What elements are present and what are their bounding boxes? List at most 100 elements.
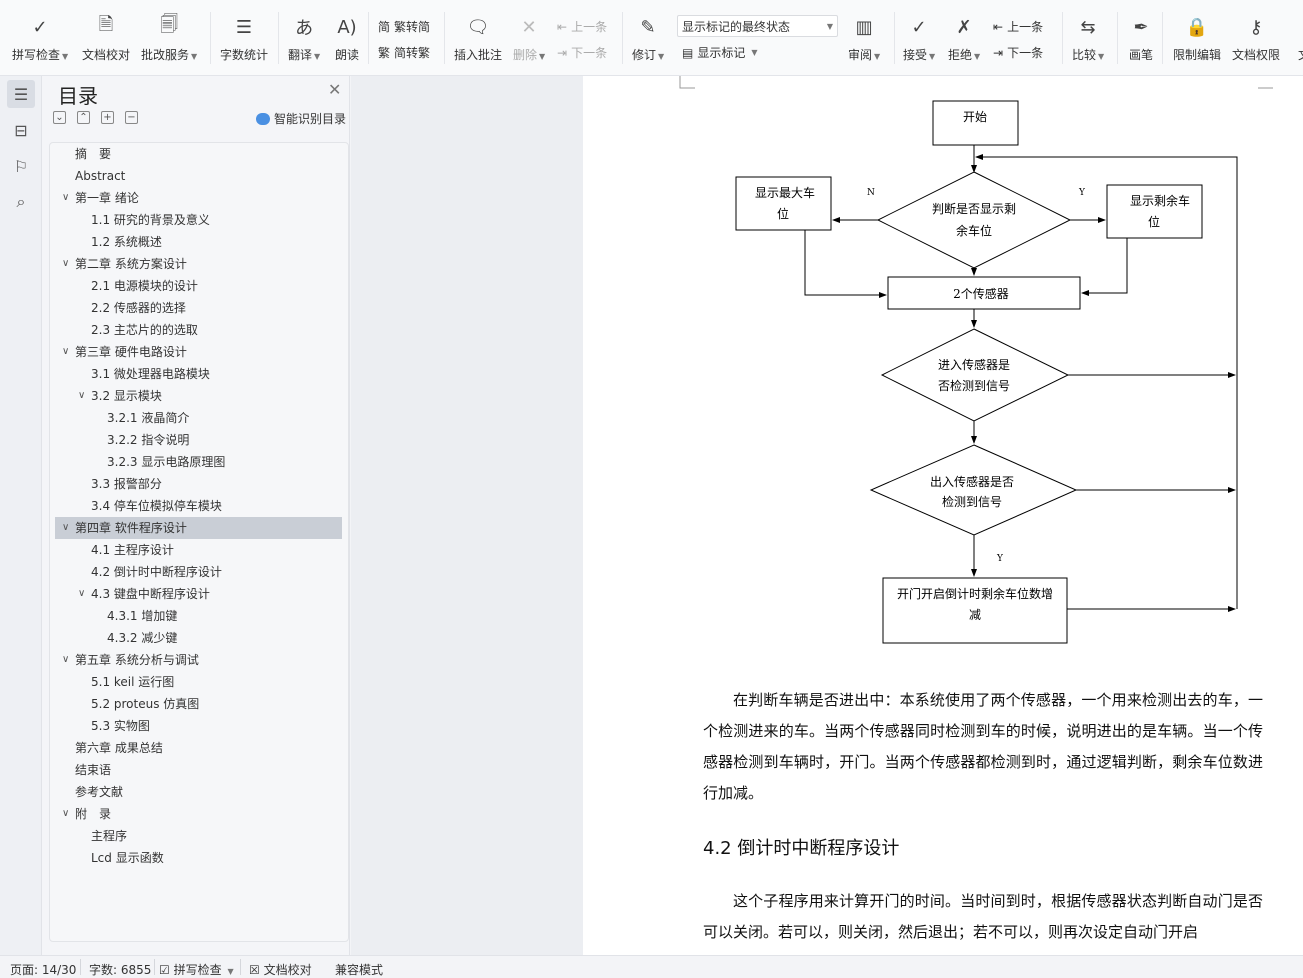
restrict-edit-button[interactable]: 🔒限制编辑 [1173,14,1221,63]
chevron-down-icon[interactable]: ∨ [78,390,86,401]
translate-icon: あ [295,18,314,39]
toc-item[interactable]: 2.2 传感器的选择 [55,297,342,319]
prev-change-button[interactable]: ⇤上一条 [993,19,1044,35]
insert-comment-button[interactable]: 🗨插入批注 [454,14,502,63]
smart-toc-button[interactable]: 智能识别目录 [256,110,346,127]
review-pane-button[interactable]: ▥审阅▼ [848,14,880,63]
doc-proof-button[interactable]: 🗎文档校对 [82,14,131,62]
toc-item[interactable]: 3.2.2 指令说明 [55,429,342,451]
show-remain-box [1106,184,1203,239]
word-count-button[interactable]: ☰字数统计 [220,14,268,63]
to-simplified-button[interactable]: 简繁转简 [378,20,431,34]
toc-item[interactable]: 3.4 停车位模拟停车模块 [55,495,342,517]
search-icon[interactable]: ⌕ [16,192,26,211]
next-change-button[interactable]: ⇥下一条 [993,45,1044,61]
doc-permission-button[interactable]: ⚷文档权限 [1232,14,1280,63]
toc-item-label: 3.2.3 显示电路原理图 [107,455,226,469]
word-count[interactable]: 字数: 6855 [89,963,152,977]
toc-item[interactable]: ∨第五章 系统分析与调试 [55,649,342,671]
prev-comment-button[interactable]: ⇤上一条 [557,19,608,35]
compare-button[interactable]: ⇆比较▼ [1072,14,1104,63]
read-aloud-button[interactable]: A)朗读 [333,14,361,63]
collapse-minus-icon[interactable]: − [125,111,138,124]
toc-item[interactable]: 摘 要 [55,143,342,165]
toc-item[interactable]: 3.1 微处理器电路模块 [55,363,342,385]
toc-item[interactable]: 4.3.1 增加键 [55,605,342,627]
toc-item[interactable]: ∨附 录 [55,803,342,825]
toc-item[interactable]: ∨第三章 硬件电路设计 [55,341,342,363]
side-nav: ☰ ⊟ ⚐ ⌕ [0,76,42,955]
next-icon: ⇥ [993,45,1004,60]
next-comment-button[interactable]: ⇥下一条 [557,45,608,61]
toc-item[interactable]: ∨4.3 键盘中断程序设计 [55,583,342,605]
toc-item[interactable]: 5.2 proteus 仿真图 [55,693,342,715]
reject-button[interactable]: ✗拒绝▼ [948,14,980,63]
toc-item[interactable]: 参考文献 [55,781,342,803]
toc-item[interactable]: 3.3 报警部分 [55,473,342,495]
expand-plus-icon[interactable]: + [101,111,114,124]
toc-item[interactable]: Lcd 显示函数 [55,847,342,869]
correction-service-button[interactable]: 🗐批改服务▼ [141,14,198,62]
action-line1: 开门开启倒计时剩余车位数增 [897,586,1053,601]
chevron-down-icon[interactable]: ∨ [78,588,86,599]
doc-proof-status[interactable]: ☒ 文档校对 [249,963,312,977]
revise-button[interactable]: ✎修订▼ [632,14,664,63]
toc-title: 目录 [58,84,98,108]
toc-item[interactable]: 4.2 倒计时中断程序设计 [55,561,342,583]
toc-item-label: Abstract [75,169,126,183]
toc-item[interactable]: 第六章 成果总结 [55,737,342,759]
markup-state-select[interactable]: 显示标记的最终状态▼ [677,15,838,37]
show-markup-button[interactable]: ▤显示标记▼ [682,45,758,61]
toc-item[interactable]: 4.1 主程序设计 [55,539,342,561]
toc-item[interactable]: 1.1 研究的背景及意义 [55,209,342,231]
chevron-down-icon[interactable]: ∨ [62,808,70,819]
toc-item[interactable]: 1.2 系统概述 [55,231,342,253]
decision-display-line2: 余车位 [956,223,992,238]
chevron-down-icon[interactable]: ∨ [62,346,70,357]
toc-item-label: 5.1 keil 运行图 [91,675,175,689]
y-label-2: Y [996,554,1004,564]
collapse-up-icon[interactable]: ⌃ [77,111,90,124]
compare-icon: ⇆ [1080,16,1096,38]
to-traditional-button[interactable]: 繁简转繁 [378,46,431,60]
spell-check-button[interactable]: ✓拼写检查▼ [12,14,68,63]
close-icon[interactable]: ✕ [328,80,342,99]
toc-icon[interactable]: ☰ [7,80,35,108]
delete-comment-button[interactable]: ✕删除▼ [513,14,545,63]
start-label: 开始 [963,110,987,124]
toc-item[interactable]: 5.3 实物图 [55,715,342,737]
collapse-down-icon[interactable]: ⌄ [53,111,66,124]
toc-item-label: 4.2 倒计时中断程序设计 [91,565,222,579]
chevron-down-icon[interactable]: ∨ [62,522,70,533]
toc-item[interactable]: Abstract [55,165,342,187]
bookmark-icon[interactable]: ⚐ [13,156,29,176]
chevron-down-icon[interactable]: ∨ [62,192,70,203]
toc-item[interactable]: ∨3.2 显示模块 [55,385,342,407]
page-indicator[interactable]: 页面: 14/30 [10,963,77,977]
show-max-box [735,176,832,231]
toc-item[interactable]: 4.3.2 减少键 [55,627,342,649]
more-button[interactable]: 文 [1290,14,1303,63]
translate-button[interactable]: あ翻译▼ [288,14,320,63]
toc-item[interactable]: 2.3 主芯片的的选取 [55,319,342,341]
show-max-line1: 显示最大车 [755,185,815,200]
toc-item[interactable]: 3.2.3 显示电路原理图 [55,451,342,473]
divider [1062,12,1063,64]
toc-item[interactable]: 3.2.1 液晶简介 [55,407,342,429]
toc-item[interactable]: ∨第一章 绪论 [55,187,342,209]
outline-icon[interactable]: ⊟ [14,120,28,140]
toc-item[interactable]: 5.1 keil 运行图 [55,671,342,693]
toc-item[interactable]: ∨第四章 软件程序设计 [55,517,342,539]
chevron-down-icon[interactable]: ∨ [62,654,70,665]
pen-button[interactable]: ✒画笔 [1127,14,1155,63]
toc-item[interactable]: 主程序 [55,825,342,847]
spell-check-status[interactable]: ☑ 拼写检查 ▼ [159,963,234,977]
chevron-down-icon[interactable]: ∨ [62,258,70,269]
toc-item[interactable]: 2.1 电源模块的设计 [55,275,342,297]
toc-item[interactable]: 结束语 [55,759,342,781]
next-icon: ⇥ [557,45,568,60]
start-box [932,100,1019,146]
word-count-icon: ☰ [235,16,253,38]
toc-item[interactable]: ∨第二章 系统方案设计 [55,253,342,275]
accept-button[interactable]: ✓接受▼ [903,14,935,63]
